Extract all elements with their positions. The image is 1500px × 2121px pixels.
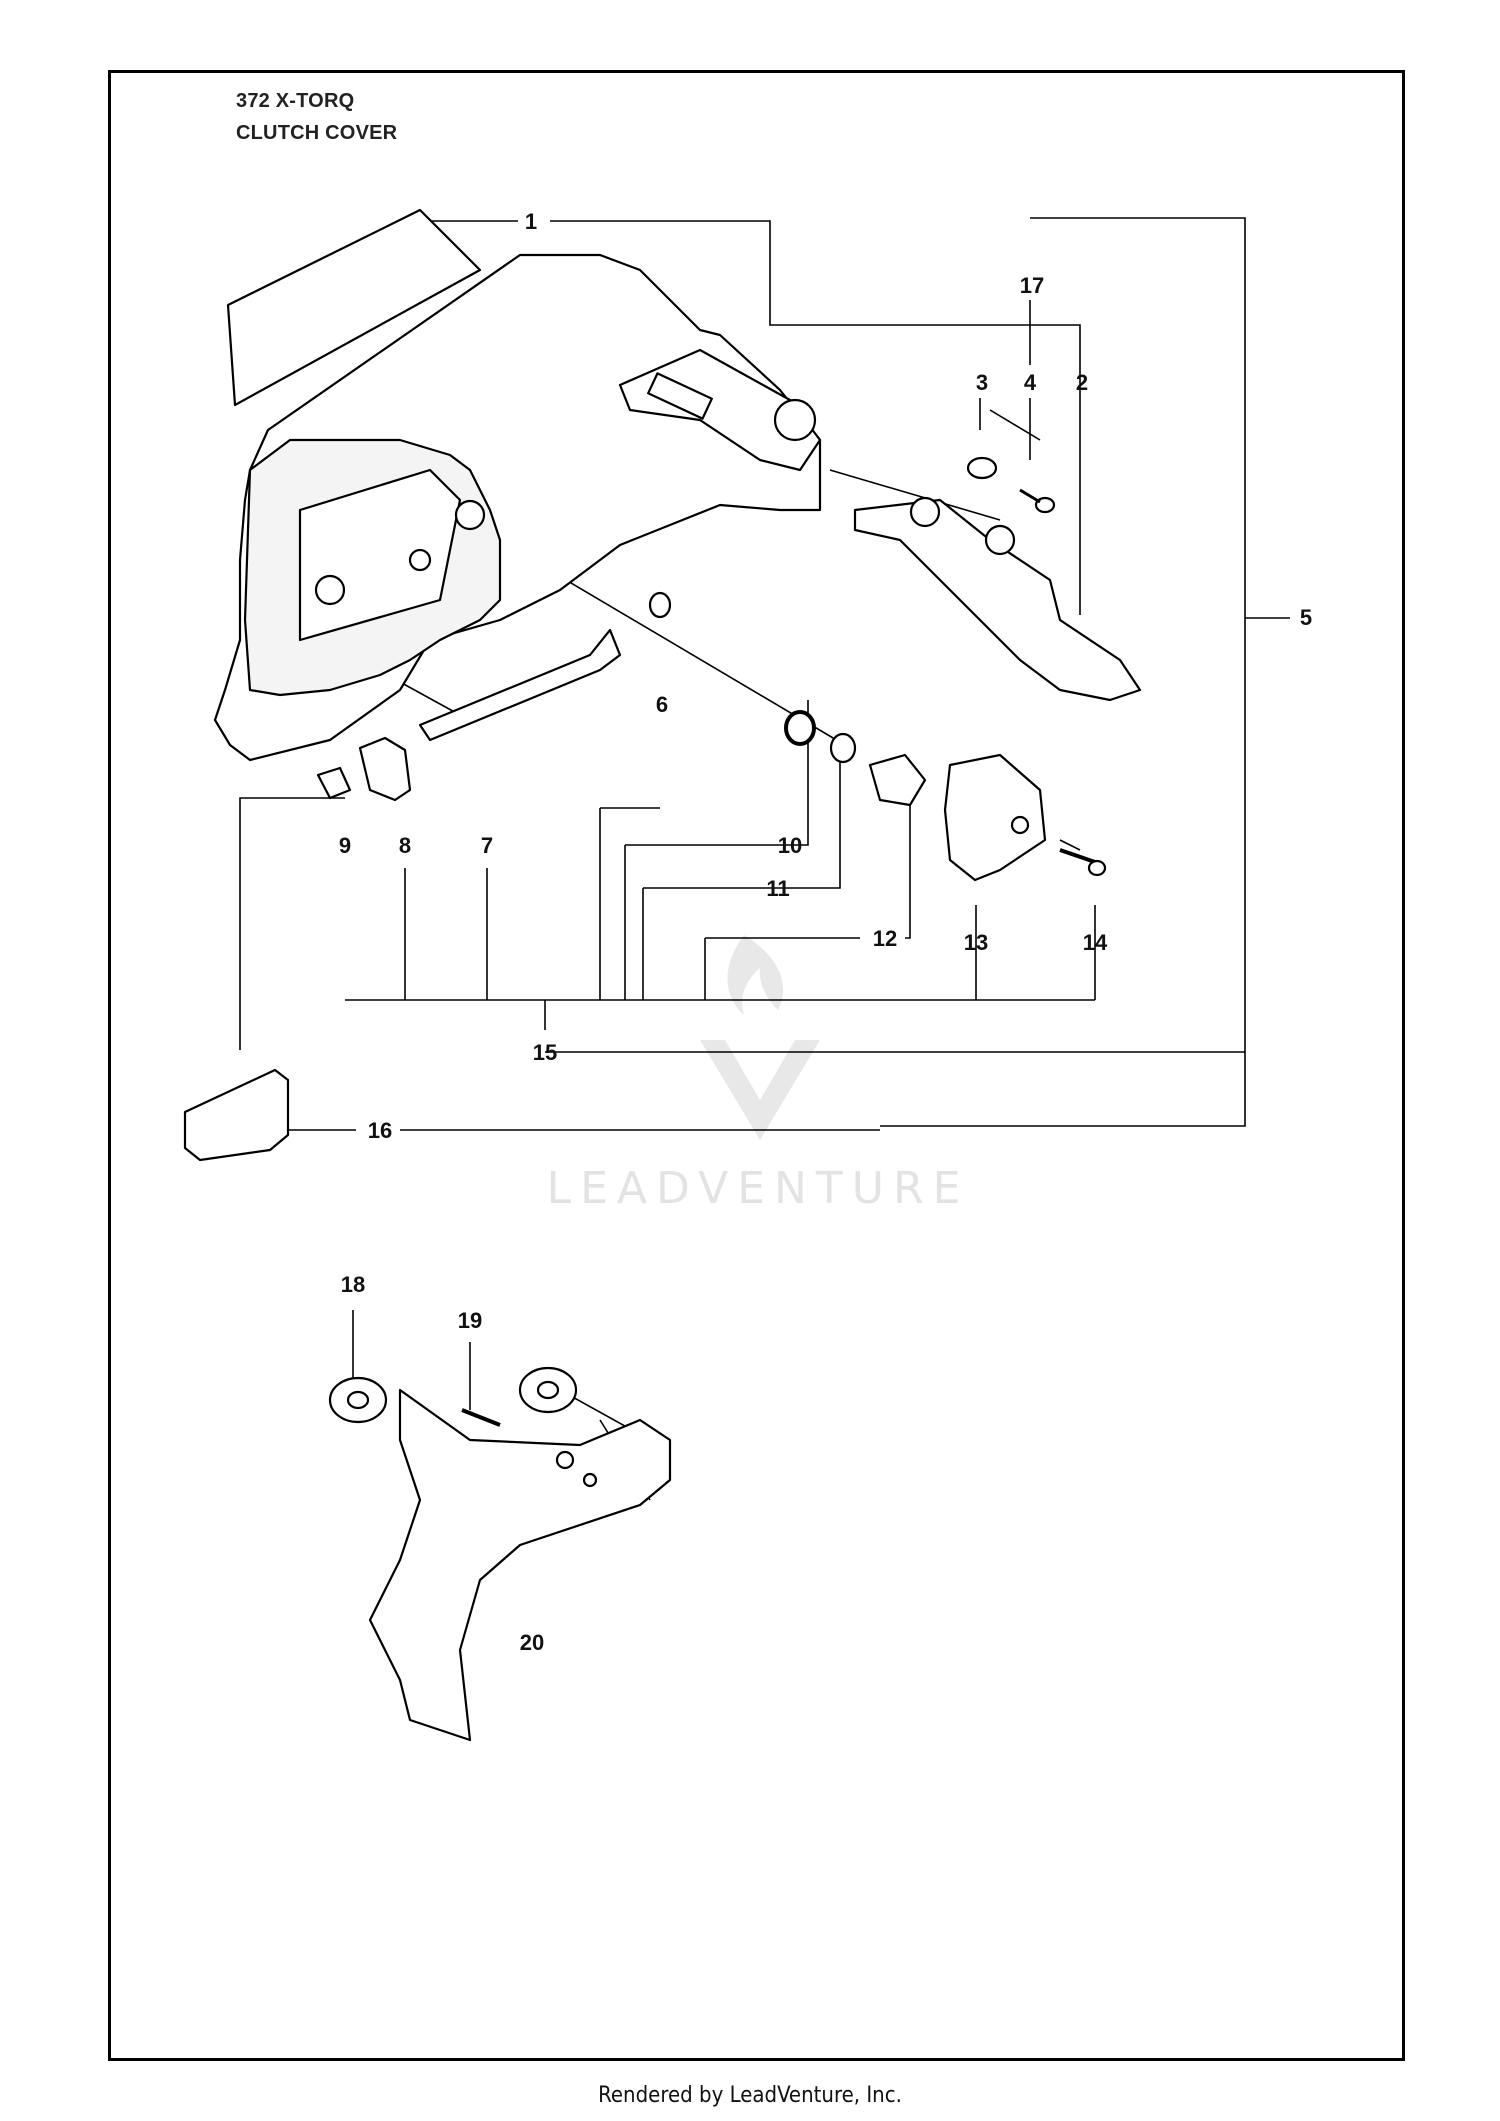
callout-9: 9 — [339, 833, 351, 858]
part-9 — [316, 766, 352, 800]
callouts: 1 2 3 4 5 6 7 8 9 10 11 12 13 14 15 16 1… — [339, 209, 1312, 1655]
screw-19 — [461, 1408, 501, 1427]
callout-3: 3 — [976, 370, 988, 395]
callout-4: 4 — [1024, 370, 1037, 395]
sprocket-12 — [868, 753, 927, 807]
decal — [226, 208, 482, 407]
callout-5: 5 — [1300, 605, 1312, 630]
callout-16: 16 — [368, 1118, 392, 1143]
callout-20: 20 — [520, 1630, 544, 1655]
callout-15: 15 — [533, 1040, 557, 1065]
o-ring-6 — [648, 591, 672, 619]
washer-11 — [829, 732, 857, 764]
clutch-cover-drawing — [183, 208, 1142, 1162]
brake-lever — [853, 498, 1142, 702]
callout-13: 13 — [964, 930, 988, 955]
section-title: CLUTCH COVER — [236, 122, 398, 144]
o-ring-10 — [784, 710, 816, 746]
callout-17: 17 — [1020, 273, 1044, 298]
plate-13 — [943, 753, 1047, 882]
callout-6: 6 — [656, 692, 668, 717]
bushing — [966, 456, 998, 480]
callout-14: 14 — [1083, 930, 1108, 955]
leadventure-flame-logo — [700, 935, 820, 1140]
callout-2: 2 — [1076, 370, 1088, 395]
callout-12: 12 — [873, 926, 897, 951]
adjuster-screw — [418, 628, 622, 742]
watermark: LEADVENTURE — [547, 935, 970, 1214]
watermark-text: LEADVENTURE — [547, 1163, 970, 1214]
handle-20 — [368, 1388, 672, 1742]
part-8 — [358, 736, 412, 802]
callout-11: 11 — [766, 876, 789, 901]
callout-7: 7 — [481, 833, 493, 858]
footer-credit: Rendered by LeadVenture, Inc. — [598, 2083, 902, 2108]
lower-assembly — [328, 1366, 672, 1742]
diagram-frame — [108, 70, 1405, 2061]
callout-18: 18 — [341, 1272, 365, 1297]
screw-4 — [1034, 496, 1056, 514]
callout-19: 19 — [458, 1308, 482, 1333]
model-title: 372 X-TORQ — [236, 90, 355, 112]
callout-8: 8 — [399, 833, 411, 858]
screw-14 — [1059, 848, 1096, 864]
callout-10: 10 — [778, 833, 802, 858]
part-16 — [183, 1068, 290, 1162]
callout-1: 1 — [525, 209, 537, 234]
